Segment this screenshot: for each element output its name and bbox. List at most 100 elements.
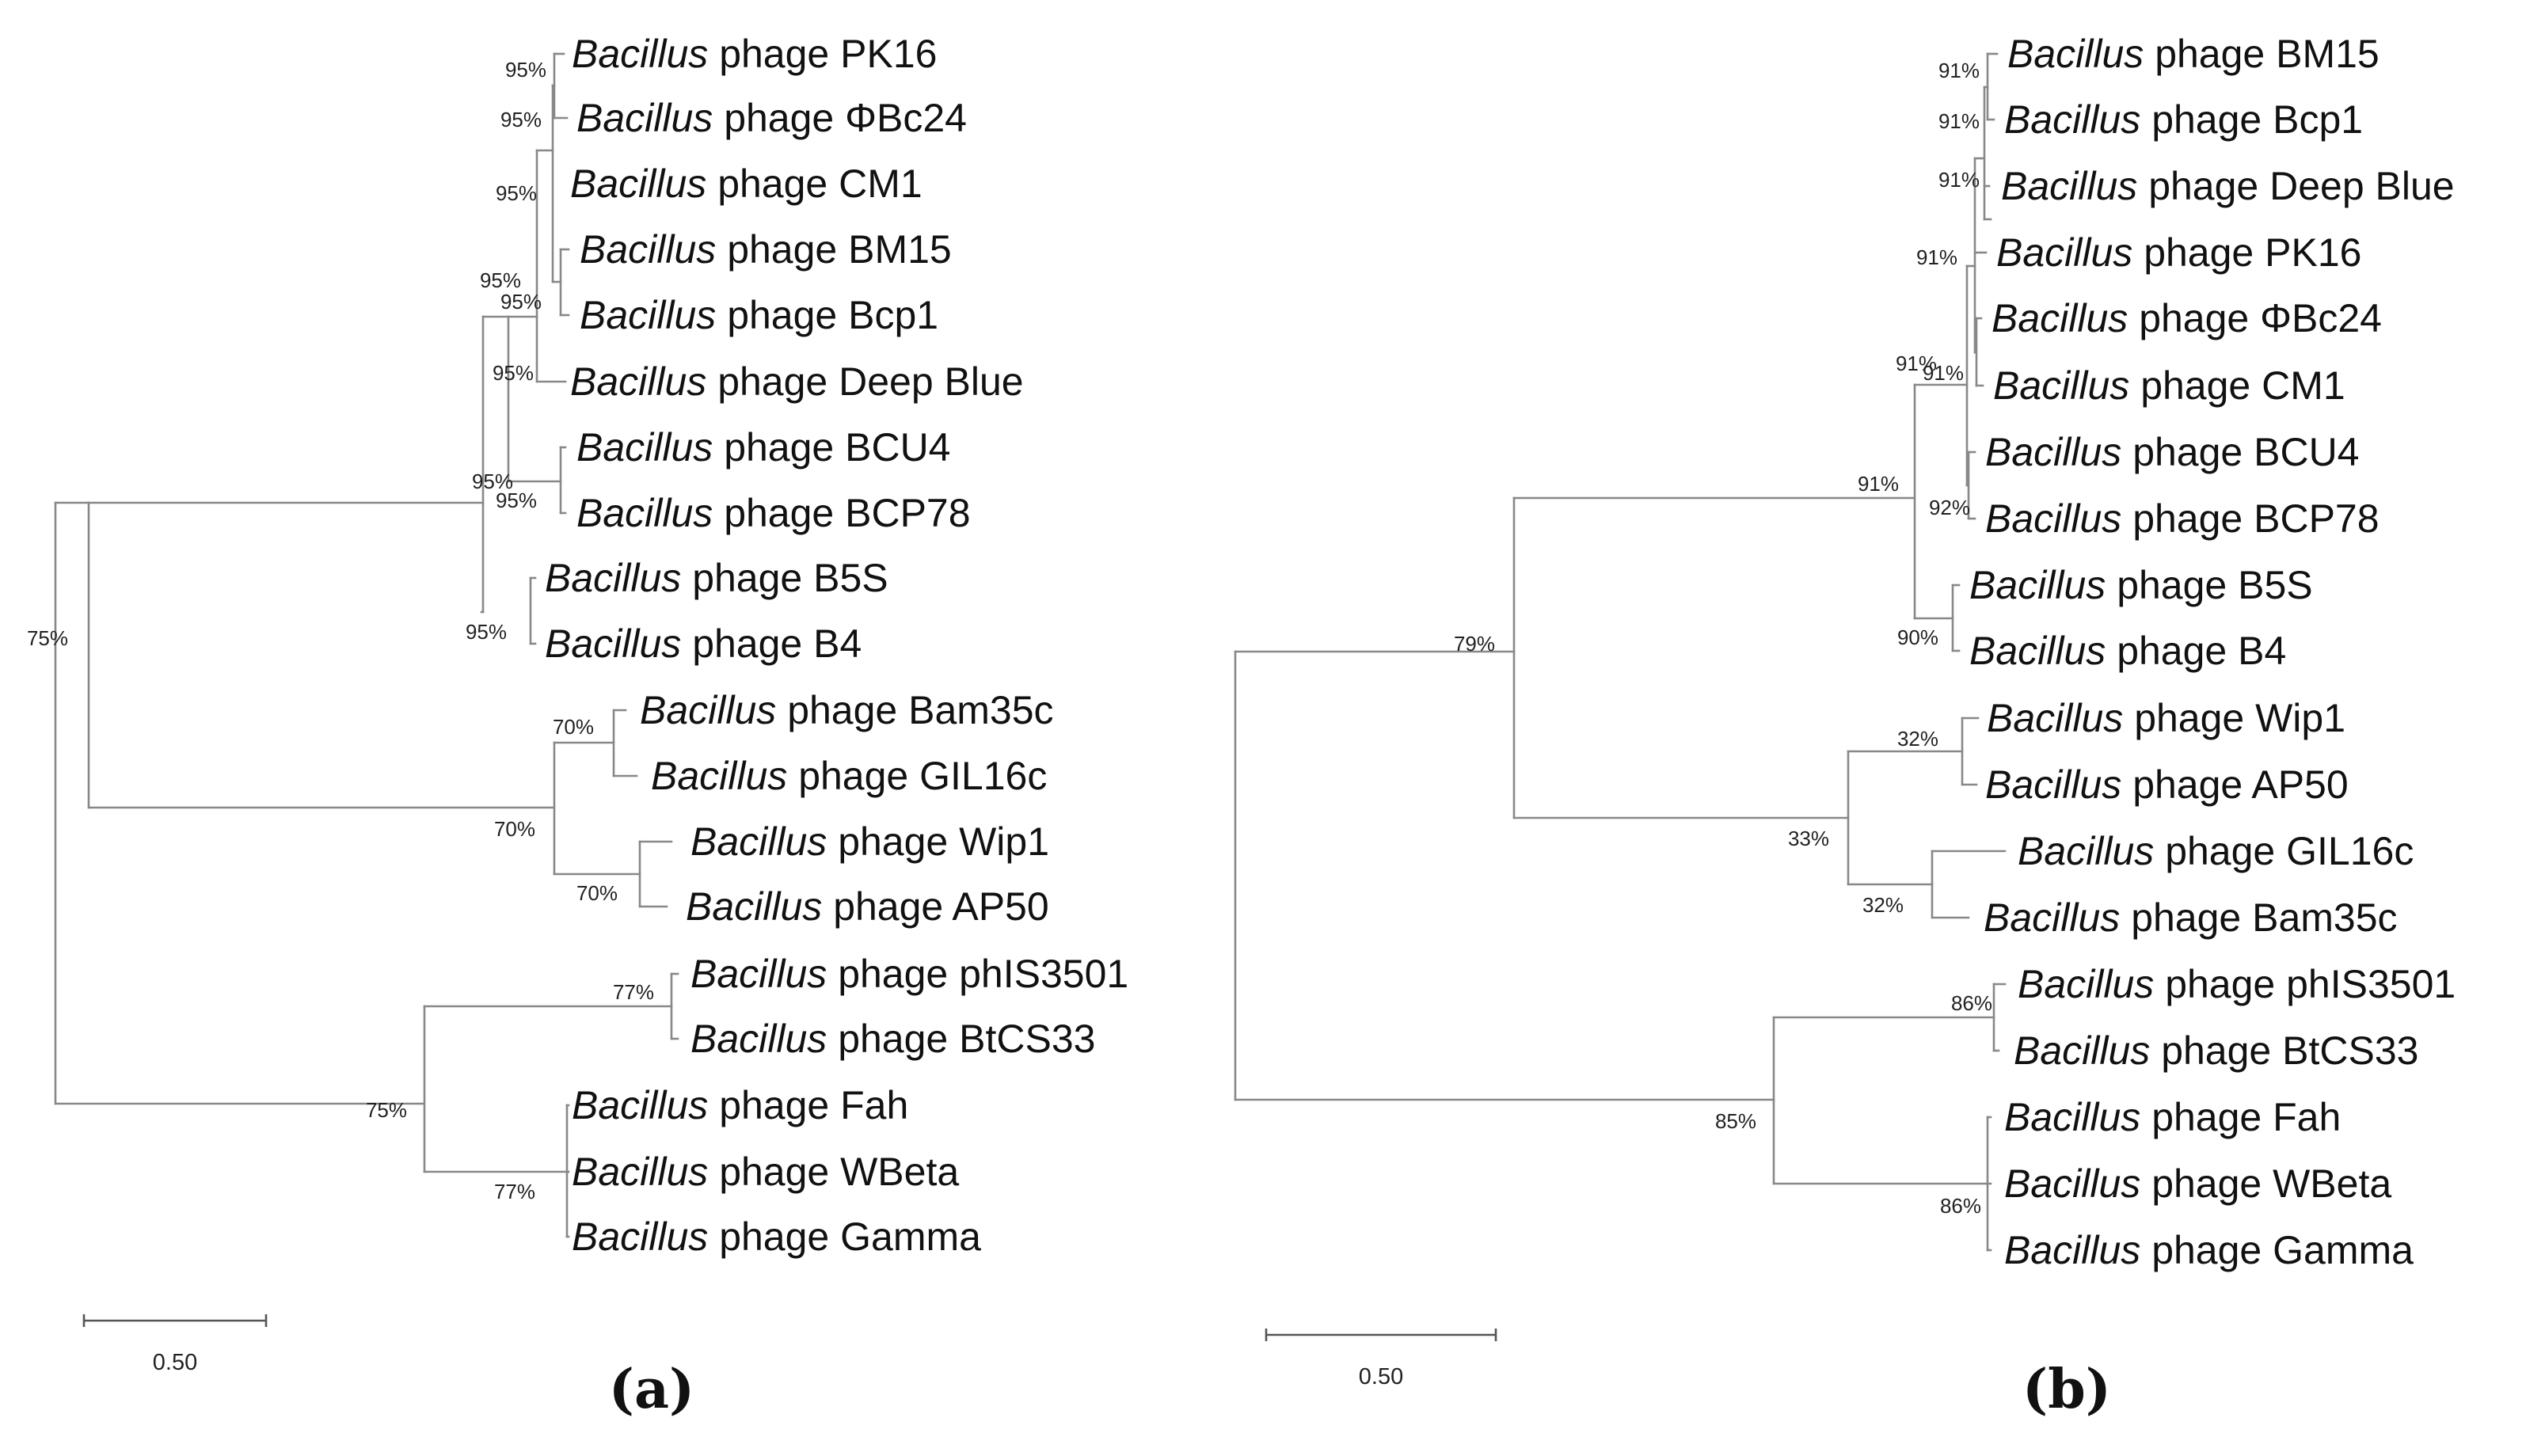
support-value: 95% [493,361,534,385]
leaf-name: phage AP50 [822,884,1048,929]
leaf-name: phage ΦBc24 [713,96,967,140]
leaf-label: Bacillus phage BCU4 [1985,430,2360,474]
leaf-label: Bacillus phage ΦBc24 [1992,296,2382,340]
leaf-label: Bacillus phage PK16 [572,32,937,76]
leaf-label: Bacillus phage Gamma [2004,1228,2414,1272]
leaf-genus: Bacillus [570,162,706,206]
leaf-genus: Bacillus [2018,829,2154,873]
leaf-label: Bacillus phage BtCS33 [2014,1028,2418,1073]
support-value: 79% [1454,632,1495,656]
leaf-name: phage WBeta [708,1150,959,1194]
leaf-genus: Bacillus [1996,230,2132,275]
leaf-genus: Bacillus [2004,1228,2140,1272]
support-value: 95% [505,58,546,82]
leaf-genus: Bacillus [651,754,787,798]
leaf-name: phage BCU4 [713,425,950,469]
leaf-name: phage BM15 [716,227,951,272]
leaf-genus: Bacillus [572,32,708,76]
leaf-name: phage phIS3501 [827,952,1128,996]
leaf-genus: Bacillus [545,556,681,600]
leaf-label: Bacillus phage Bcp1 [580,293,938,337]
leaf-name: phage Gamma [2140,1228,2414,1272]
leaf-name: phage Deep Blue [706,359,1023,404]
leaf-label: Bacillus phage Deep Blue [570,359,1024,404]
leaf-name: phage Bam35c [776,688,1053,732]
support-value: 95% [496,489,537,512]
support-value: 91% [1938,109,1980,133]
leaf-label: Bacillus phage GIL16c [2018,829,2414,873]
leaf-label: Bacillus phage Deep Blue [2001,164,2455,208]
leaf-genus: Bacillus [570,359,706,404]
panel-label: (a) [609,1358,694,1421]
leaf-name: phage BCP78 [2121,496,2379,541]
leaf-name: phage Deep Blue [2137,164,2454,208]
leaf-label: Bacillus phage BCP78 [576,491,971,535]
leaf-genus: Bacillus [1985,430,2121,474]
support-value: 70% [494,817,535,841]
leaf-genus: Bacillus [2014,1028,2150,1073]
support-value: 32% [1862,893,1904,917]
leaf-label: Bacillus phage GIL16c [651,754,1047,798]
leaf-genus: Bacillus [2018,962,2154,1006]
support-value: 92% [1929,496,1970,519]
leaf-name: phage phIS3501 [2154,962,2456,1006]
leaf-label: Bacillus phage Fah [572,1083,908,1127]
leaf-name: phage Bam35c [2120,895,2397,940]
leaf-genus: Bacillus [2004,1095,2140,1139]
scale-bar-label: 0.50 [1359,1364,1403,1389]
leaf-name: phage PK16 [708,32,937,76]
support-value: 90% [1897,625,1938,649]
leaf-name: phage B5S [2106,563,2312,607]
support-value: 77% [613,980,654,1004]
leaf-label: Bacillus phage BCU4 [576,425,951,469]
leaf-label: Bacillus phage Bam35c [640,688,1054,732]
leaf-label: Bacillus phage Wip1 [690,819,1049,864]
support-value: 75% [366,1098,407,1122]
leaf-genus: Bacillus [1993,363,2129,408]
leaf-label: Bacillus phage WBeta [572,1150,959,1194]
leaf-name: phage Bcp1 [716,293,938,337]
leaf-genus: Bacillus [1985,762,2121,807]
support-value: 95% [500,290,542,314]
leaf-label: Bacillus phage B4 [545,622,862,666]
leaf-genus: Bacillus [2007,32,2144,76]
leaf-name: phage Wip1 [827,819,1049,864]
support-value: 91% [1923,361,1964,385]
leaf-genus: Bacillus [1969,563,2106,607]
leaf-label: Bacillus phage B4 [1969,629,2286,673]
leaf-genus: Bacillus [690,952,827,996]
leaf-name: phage BM15 [2144,32,2379,76]
leaf-genus: Bacillus [690,1017,827,1061]
leaf-genus: Bacillus [1969,629,2106,673]
leaf-genus: Bacillus [686,884,822,929]
leaf-label: Bacillus phage AP50 [1985,762,2349,807]
leaf-name: phage B4 [681,622,862,666]
leaf-genus: Bacillus [572,1150,708,1194]
leaf-name: phage CM1 [706,162,922,206]
support-value: 91% [1938,168,1980,192]
leaf-name: phage ΦBc24 [2128,296,2382,340]
leaf-genus: Bacillus [1984,895,2120,940]
leaf-label: Bacillus phage BM15 [2007,32,2380,76]
support-value: 70% [553,715,594,739]
leaf-genus: Bacillus [580,227,716,272]
leaf-label: Bacillus phage BM15 [580,227,952,272]
support-value: 95% [480,268,521,292]
leaf-name: phage BtCS33 [2150,1028,2418,1073]
leaf-label: Bacillus phage B5S [1969,563,2313,607]
leaf-label: Bacillus phage WBeta [2004,1161,2391,1206]
leaf-genus: Bacillus [576,491,713,535]
leaf-genus: Bacillus [640,688,776,732]
scale-bar-label: 0.50 [153,1350,197,1375]
support-value: 77% [494,1180,535,1203]
leaf-genus: Bacillus [690,819,827,864]
support-value: 91% [1858,472,1899,496]
leaf-name: phage BtCS33 [827,1017,1095,1061]
leaf-name: phage GIL16c [787,754,1047,798]
leaf-genus: Bacillus [2001,164,2137,208]
support-value: 95% [500,108,542,131]
support-value: 95% [496,181,537,205]
